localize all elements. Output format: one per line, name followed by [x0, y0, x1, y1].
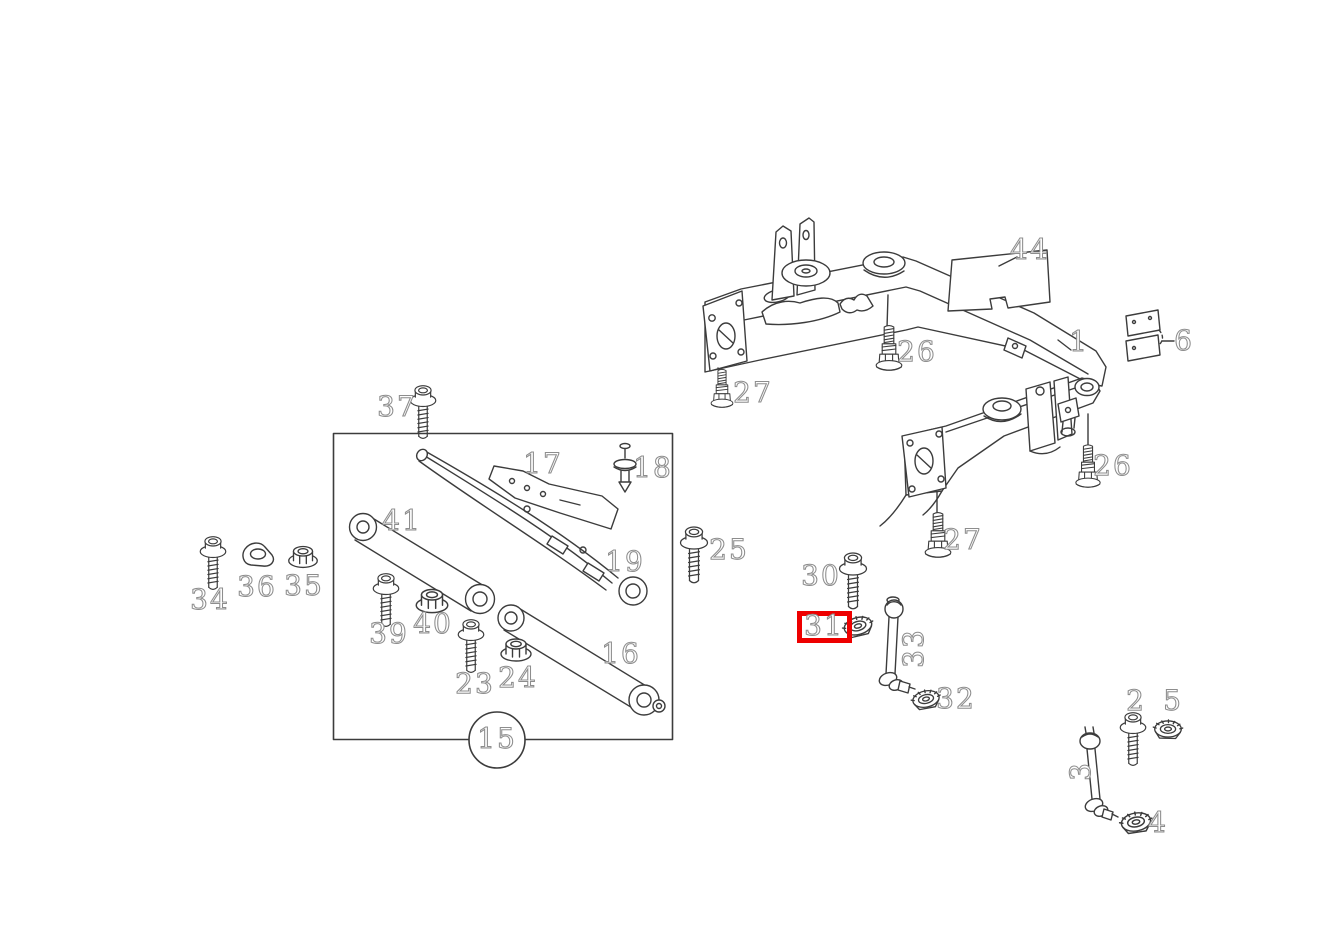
part-label-34: 34: [190, 583, 230, 616]
control-arm-41: [348, 512, 496, 615]
part-label-41: 41: [382, 504, 422, 537]
part-label-30: 30: [801, 559, 841, 592]
part-label-5: 5: [1163, 684, 1183, 717]
part-label-26-lower: 26: [1093, 449, 1133, 482]
part-label-36: 36: [237, 570, 277, 603]
part-label-1: 1: [1069, 325, 1089, 358]
part-label-4: 4: [1148, 806, 1168, 839]
part-label-40: 40: [413, 607, 453, 640]
shim-plate-44: [947, 249, 1051, 312]
nut-5: [1152, 719, 1184, 740]
part-label-19: 19: [605, 545, 645, 578]
bolt-2: [1119, 712, 1147, 766]
part-label-6: 6: [1174, 324, 1194, 357]
part-label-17: 17: [523, 447, 563, 480]
bracket-plate-17: [488, 465, 619, 530]
part-label-3: 3: [1063, 761, 1097, 782]
highlight-box-31[interactable]: [797, 611, 852, 643]
part-label-24: 24: [498, 661, 538, 694]
nut-35: [288, 545, 318, 569]
stabilizer-link-3: [1079, 726, 1119, 821]
part-label-25: 25: [709, 533, 749, 566]
subframe-tower-bracket: [761, 217, 841, 326]
part-label-35: 35: [284, 569, 324, 602]
part-label-23: 23: [455, 667, 495, 700]
retainer-plates-6: [1125, 309, 1175, 362]
control-arm-16: [497, 604, 666, 716]
part-label-33: 33: [896, 628, 930, 669]
part-label-16: 16: [601, 637, 641, 670]
part-label-27-upper: 27: [733, 376, 773, 409]
part-label-39: 39: [369, 617, 409, 650]
part-label-37: 37: [377, 390, 417, 423]
mount-bolt-leaders: [717, 294, 1089, 514]
bolt-30: [838, 552, 868, 610]
part-label-26-upper: 26: [897, 335, 937, 368]
subframe-assembly: [702, 217, 1107, 527]
bolt-23: [457, 619, 485, 673]
bolt-25: [679, 526, 709, 584]
bolt-27-upper: [710, 368, 734, 408]
part-label-32: 32: [936, 682, 976, 715]
part-label-18: 18: [633, 451, 673, 484]
trailing-arm-19: [415, 448, 648, 606]
stabilizer-link-33: [878, 596, 916, 694]
nut-24: [500, 638, 532, 662]
part-label-31: 31: [804, 609, 844, 642]
part-label-27-lower: 27: [943, 523, 983, 556]
clip-nut-36: [242, 542, 275, 567]
bolt-34: [199, 536, 227, 590]
part-label-44: 44: [1010, 233, 1050, 266]
part-label-15: 15: [477, 722, 517, 755]
group-circle-15: [468, 711, 526, 769]
part-label-2: 2: [1126, 684, 1146, 717]
expansion-pin-18: [613, 442, 637, 493]
